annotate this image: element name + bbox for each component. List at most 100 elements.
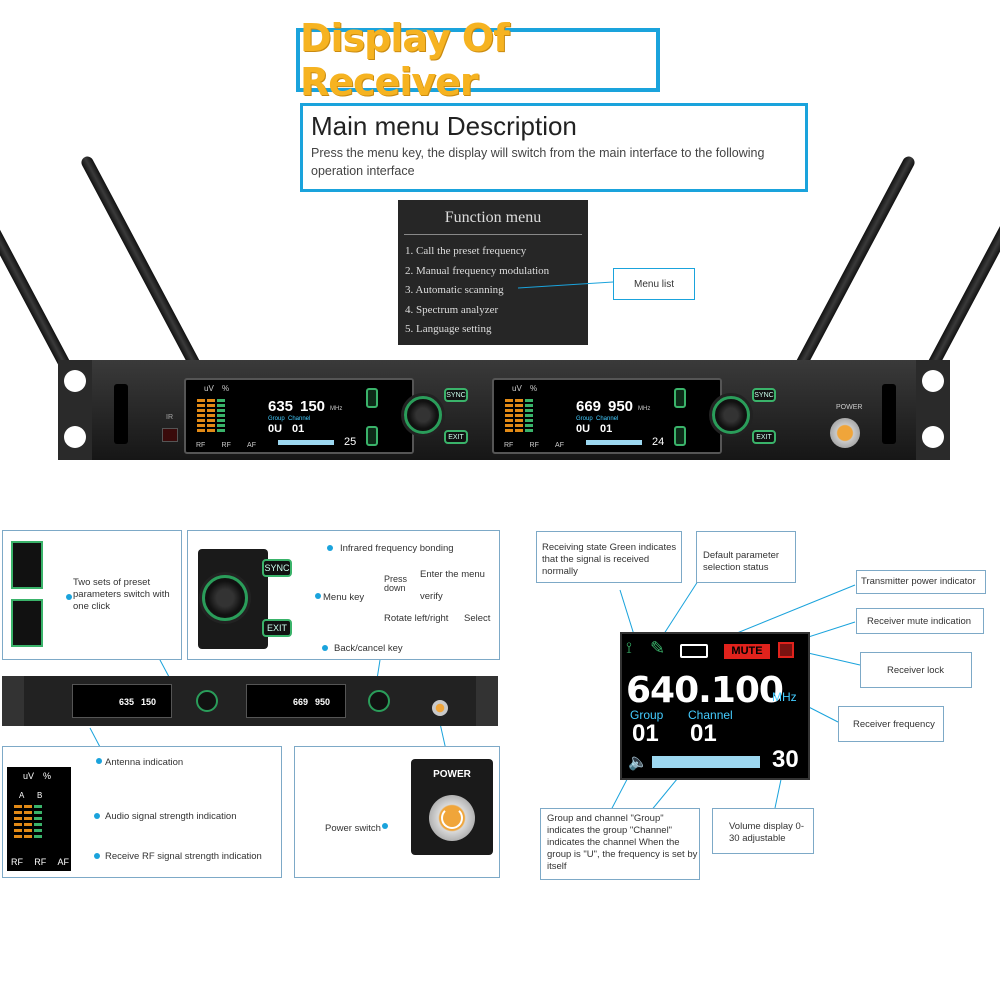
mute-text: Receiver mute indication [867, 616, 972, 627]
meter-a: A [19, 791, 25, 800]
freq-callout: Receiver frequency [838, 706, 944, 742]
default-param-callout: Default parameter selection status [696, 531, 796, 583]
menu-item[interactable]: 5. Language setting [405, 323, 492, 335]
mic-icon: ✎ [650, 638, 666, 658]
section-title: Main menu Description [311, 111, 577, 141]
channel-2-lcd: 669 950 MHz Group Channel 0U 01 24 [572, 380, 720, 452]
tx-power-text: Transmitter power indicator [861, 576, 976, 587]
meter-unit-percent: % [530, 384, 538, 393]
lcd-group-label: Group [630, 708, 664, 722]
meter-bars [196, 398, 252, 433]
lcd-detail: ⟟ ✎ MUTE 640.100 MHz Group Channel 01 01… [620, 632, 810, 780]
meter-unit-uv: uV [204, 384, 214, 393]
callout-dot [96, 758, 102, 764]
back-label: Back/cancel key [334, 643, 403, 654]
ch2-volume: 24 [652, 436, 665, 448]
menu-item[interactable]: 1. Call the preset frequency [405, 245, 527, 257]
menu-key-label: Menu key [323, 592, 365, 603]
infrared-label: Infrared frequency bonding [340, 543, 454, 554]
lcd-volume: 30 [772, 746, 799, 773]
default-param-text: Default parameter selection status [703, 550, 780, 573]
description-box: Main menu Description Press the menu key… [300, 103, 808, 192]
callout-dot [94, 853, 100, 859]
enter-menu-label: Enter the menu [420, 569, 485, 580]
function-menu: Function menu 1. Call the preset frequen… [398, 200, 588, 345]
ch2-volume-bar [586, 440, 642, 445]
ch2-group-label: Group [576, 416, 593, 422]
small-freq-1: 635 [119, 697, 135, 707]
power-label: POWER [836, 404, 863, 411]
ch2-exit-button[interactable]: EXIT [752, 430, 776, 444]
rotate-label: Rotate left/right [384, 613, 449, 624]
lock-icon [778, 642, 794, 658]
small-knob-2[interactable] [368, 690, 390, 712]
callout-dot [322, 645, 328, 651]
antenna-icon: ⟟ [626, 640, 632, 657]
menu-item[interactable]: 3. Automatic scanning [405, 284, 504, 296]
power-button[interactable] [830, 418, 860, 448]
power-switch-label: Power switch [325, 823, 381, 834]
press-down-label: Press down [384, 574, 408, 593]
meter-unit-uv: uV [512, 384, 522, 393]
mute-callout: Receiver mute indication [856, 608, 984, 634]
function-menu-title: Function menu [404, 200, 582, 235]
power-button-large[interactable] [429, 795, 475, 841]
preset-a-button[interactable] [366, 388, 378, 408]
ch2-freq: 669 [576, 398, 602, 415]
lock-text: Receiver lock [887, 665, 945, 676]
preset-callout-text: Two sets of preset parameters switch wit… [73, 577, 170, 612]
exit-button[interactable]: EXIT [262, 619, 292, 637]
channel-1-knob[interactable] [404, 396, 442, 434]
volume-text: Volume display 0-30 adjustable [729, 821, 804, 844]
ch2-freq-decimal: 950 [608, 398, 634, 415]
verify-label: verify [420, 591, 443, 602]
menu-key-knob[interactable] [202, 575, 248, 621]
handle-right [882, 384, 896, 444]
menu-item[interactable]: 4. Spectrum analyzer [405, 303, 499, 316]
meter-bars [504, 398, 560, 433]
power-icon [441, 807, 463, 829]
ch2-preset-a-button[interactable] [674, 388, 686, 408]
ch2-preset-b-button[interactable] [674, 426, 686, 446]
handle-left [114, 384, 128, 444]
small-power-button[interactable] [432, 700, 448, 716]
speaker-icon: 🔈 [628, 754, 648, 771]
ch1-channel: 01 [292, 423, 305, 435]
menu-item[interactable]: 2. Manual frequency modulation [405, 264, 550, 277]
channel-2-knob[interactable] [712, 396, 750, 434]
ch2-channel-label: Channel [596, 416, 619, 422]
ch1-freq: 635 [268, 398, 294, 415]
ch2-unit: MHz [638, 406, 651, 412]
menu-key-callout: SYNC EXIT Infrared frequency bonding Men… [187, 530, 500, 660]
select-label: Select [464, 613, 491, 624]
ch1-group: 0U [268, 423, 283, 435]
receiver-rack-small: 635 150 669 950 [2, 676, 498, 726]
callout-dot [94, 813, 100, 819]
callout-dot [66, 594, 72, 600]
small-knob-1[interactable] [196, 690, 218, 712]
ch1-channel-label: Channel [288, 416, 311, 422]
small-freq-2b: 950 [315, 697, 331, 707]
meter-b: B [37, 791, 43, 800]
ch1-exit-button[interactable]: EXIT [444, 430, 468, 444]
menu-list-callout: Menu list [613, 268, 695, 300]
ch2-sync-button[interactable]: SYNC [752, 388, 776, 402]
sync-button[interactable]: SYNC [262, 559, 292, 577]
meter-uv: uV [23, 771, 35, 781]
volume-bar [652, 756, 760, 768]
lcd-group: 01 [632, 720, 659, 747]
preset-b-button[interactable] [366, 426, 378, 446]
small-freq-2: 669 [293, 697, 309, 707]
mute-badge: MUTE [724, 644, 770, 659]
callout-dot [315, 593, 321, 599]
small-freq-1b: 150 [141, 697, 157, 707]
lcd-unit: MHz [772, 690, 797, 704]
channel-1-lcd: 635 150 MHz Group Channel 0U 01 25 [264, 380, 412, 452]
receiving-state-text: Receiving state Green indicates that the… [542, 542, 677, 577]
ch1-sync-button[interactable]: SYNC [444, 388, 468, 402]
